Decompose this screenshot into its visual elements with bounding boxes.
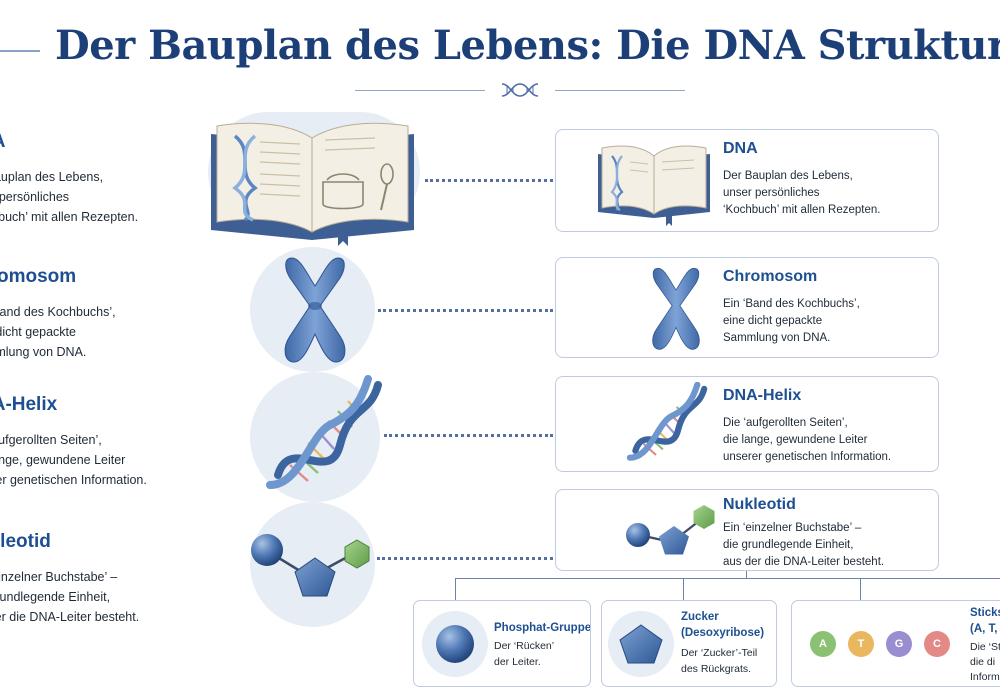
left-item-line: r Bauplan des Lebens, <box>0 170 104 184</box>
component-line: der Leiter. <box>494 656 541 668</box>
card-line: unserer genetischen Information. <box>723 451 892 463</box>
base-g-icon: G <box>886 631 912 657</box>
left-item-title: NA-Helix <box>0 394 58 415</box>
component-title: Phosphat-Gruppe <box>494 622 591 634</box>
component-line: Der ‘Zucker’-Teil <box>681 647 758 659</box>
left-item-nukleotid: ukleotid n ‘einzelner Buchstabe’ – e gru… <box>0 531 218 627</box>
left-item-title: ukleotid <box>0 531 51 552</box>
card-helix: DNA-Helix Die ‘aufgerollten Seiten’, die… <box>555 376 939 472</box>
subtitle-rule-right <box>555 90 685 91</box>
connector-dna <box>425 179 553 182</box>
component-title: Sticks <box>970 607 1000 619</box>
card-dna: DNA Der Bauplan des Lebens, unser persön… <box>555 129 939 232</box>
connector-helix <box>384 434 553 437</box>
card-line: Ein ‘einzelner Buchstabe’ – <box>723 522 862 534</box>
left-item-line: ochbuch’ mit allen Rezepten. <box>0 210 139 224</box>
nucleotide-icon <box>251 534 370 597</box>
left-item-line: e ‘aufgerollten Seiten’, <box>0 433 102 447</box>
card-title: DNA <box>723 140 758 157</box>
small-dna-icon <box>501 83 539 97</box>
connector-nukleotid <box>377 557 553 560</box>
base-c-icon: C <box>924 631 950 657</box>
left-item-line: n ‘einzelner Buchstabe’ – <box>0 570 118 584</box>
left-item-dna: NA r Bauplan des Lebens, ser persönliche… <box>0 131 218 227</box>
card-title: Chromosom <box>723 268 818 285</box>
card-chromosom: Chromosom Ein ‘Band des Kochbuchs’, eine… <box>555 257 939 358</box>
base-a-icon: A <box>810 631 836 657</box>
component-line: Der ‘Rücken’ <box>494 640 555 652</box>
chromosome-icon <box>652 267 700 350</box>
card-title: Nukleotid <box>723 496 796 513</box>
base-t-icon: T <box>848 631 874 657</box>
left-item-title: hromosom <box>0 266 77 287</box>
card-line: ‘Kochbuch’ mit allen Rezepten. <box>723 204 881 216</box>
left-item-line: e grundlegende Einheit, <box>0 590 111 604</box>
component-title: (A, T, <box>970 623 998 635</box>
left-item-line: s der die DNA-Leiter besteht. <box>0 610 140 624</box>
title-rule <box>0 50 40 52</box>
open-book-icon <box>598 145 710 226</box>
subtitle-rule-left <box>355 90 485 91</box>
page-title: Der Bauplan des Lebens: Die DNA Struktur <box>55 22 1000 69</box>
sugar-pentagon-icon <box>619 624 663 664</box>
left-item-line: ne dicht gepackte <box>0 325 76 339</box>
component-zucker: Zucker (Desoxyribose) Der ‘Zucker’-Teil … <box>601 600 777 687</box>
card-line: die grundlegende Einheit, <box>723 539 854 551</box>
component-basen: A T G C Sticks (A, T, Die ‘St die di Inf… <box>791 600 1000 687</box>
dna-helix-icon <box>626 382 708 461</box>
tree-connector <box>455 578 1000 579</box>
phosphate-sphere-icon <box>436 625 474 663</box>
open-book-icon <box>211 122 414 246</box>
tree-connector <box>455 578 456 600</box>
left-item-line: ser persönliches <box>0 190 70 204</box>
component-phosphat: Phosphat-Gruppe Der ‘Rücken’ der Leiter. <box>413 600 591 687</box>
card-line: Sammlung von DNA. <box>723 332 831 344</box>
card-line: die lange, gewundene Leiter <box>723 434 868 446</box>
component-title: Zucker <box>681 611 719 623</box>
left-item-line: ammlung von DNA. <box>0 345 87 359</box>
chromosome-icon <box>284 257 346 363</box>
dna-helix-icon <box>266 375 382 489</box>
card-line: unser persönliches <box>723 187 820 199</box>
card-line: eine dicht gepackte <box>723 315 823 327</box>
connector-chromosom <box>378 309 553 312</box>
left-item-line: serer genetischen Information. <box>0 473 147 487</box>
left-item-title: NA <box>0 131 218 153</box>
card-line: Der Bauplan des Lebens, <box>723 170 853 182</box>
card-line: Ein ‘Band des Kochbuchs’, <box>723 298 860 310</box>
tree-connector <box>683 578 684 600</box>
nucleotide-icon <box>626 505 715 555</box>
card-nukleotid: Nukleotid Ein ‘einzelner Buchstabe’ – di… <box>555 489 939 571</box>
card-line: Die ‘aufgerollten Seiten’, <box>723 417 848 429</box>
component-line: Die ‘St <box>970 641 1000 653</box>
tree-connector <box>746 571 747 578</box>
component-line: die di <box>970 656 996 668</box>
component-line: Inform <box>970 671 1000 683</box>
left-item-chromosom: hromosom n ‘Band des Kochbuchs’, ne dich… <box>0 266 218 362</box>
left-item-helix: NA-Helix e ‘aufgerollten Seiten’, e lang… <box>0 394 218 490</box>
card-line: aus der die DNA-Leiter besteht. <box>723 556 885 568</box>
component-line: des Rückgrats. <box>681 663 752 675</box>
left-item-line: e lange, gewundene Leiter <box>0 453 126 467</box>
card-title: DNA-Helix <box>723 387 802 404</box>
tree-connector <box>860 578 861 600</box>
left-item-line: n ‘Band des Kochbuchs’, <box>0 305 116 319</box>
component-title: (Desoxyribose) <box>681 627 765 639</box>
